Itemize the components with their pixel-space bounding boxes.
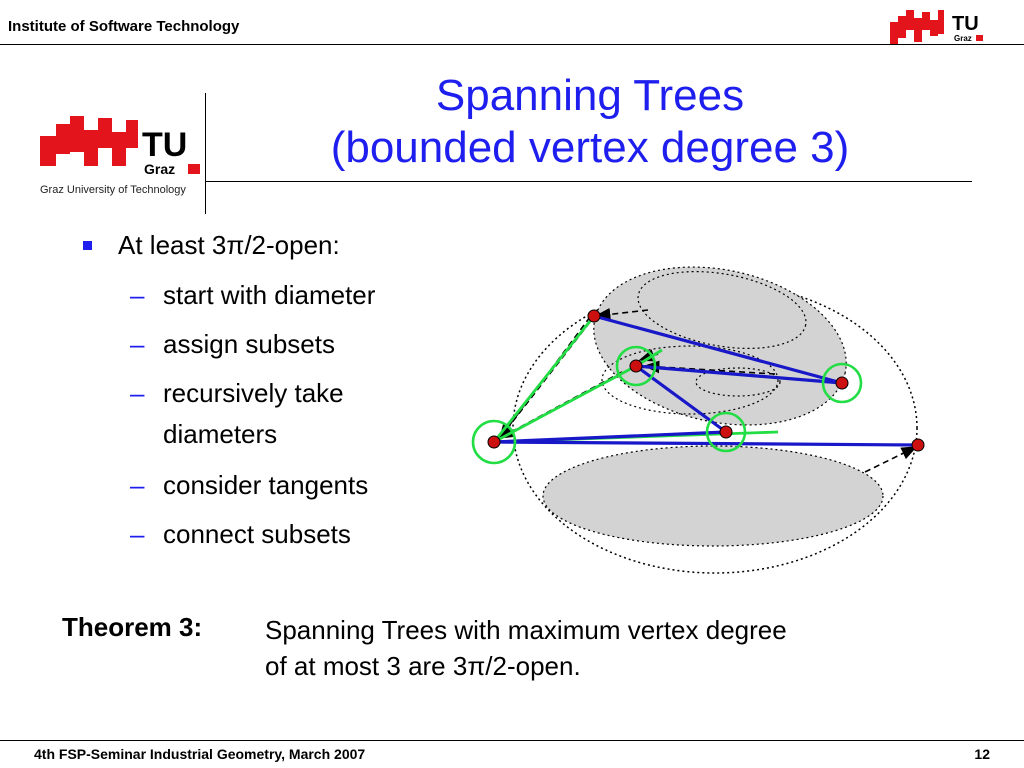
logo-small-tu: TU — [952, 13, 979, 35]
vertex — [719, 425, 733, 439]
sub-bullet-1: start with diameter — [163, 280, 376, 310]
inner-subset-1 — [637, 270, 807, 350]
vertex — [629, 359, 643, 373]
title-divider — [205, 181, 972, 182]
inner-subset-3 — [695, 367, 781, 397]
logo-divider — [205, 93, 206, 214]
sub-bullet-5: connect subsets — [163, 519, 351, 549]
subset-bottom — [542, 445, 884, 547]
theorem-statement: Spanning Trees with maximum vertex degre… — [265, 612, 985, 684]
page-title: Spanning Trees (bounded vertex degree 3) — [220, 70, 960, 174]
vertex — [835, 376, 849, 390]
dash-icon: – — [130, 280, 145, 310]
tu-graz-logo: TU Graz — [40, 116, 200, 177]
header-institute: Institute of Software Technology — [8, 18, 240, 35]
sub-bullet-4: consider tangents — [163, 470, 369, 500]
title-line-2: (bounded vertex degree 3) — [330, 123, 850, 172]
spanning-tree-diagram — [471, 266, 925, 574]
inner-subset-2 — [601, 345, 779, 415]
logo-small-graz: Graz — [954, 34, 972, 43]
dash-icon: – — [130, 378, 145, 408]
theorem-label: Theorem 3: — [62, 612, 203, 642]
highlight-circle — [615, 345, 657, 387]
sub-bullet-2: assign subsets — [163, 329, 335, 359]
highlight-circle — [471, 419, 517, 465]
logo-tu: TU — [142, 126, 187, 164]
page-number: 12 — [974, 746, 990, 762]
vertex — [911, 438, 925, 452]
bullet-list: At least 3π/2-open: – start with diamete… — [80, 230, 450, 560]
bullet-main: At least 3π/2-open: — [118, 230, 340, 260]
vertex — [587, 309, 601, 323]
footer-event: 4th FSP-Seminar Industrial Geometry, Mar… — [34, 746, 366, 762]
theorem-line-2: of at most 3 are 3π/2-open. — [265, 651, 581, 681]
logo-graz: Graz — [144, 161, 175, 177]
sub-bullet-3: recursively take — [163, 378, 344, 408]
highlight-circle — [821, 362, 863, 404]
bullet-square-icon — [83, 241, 92, 250]
dash-icon: – — [130, 519, 145, 549]
vertex — [487, 435, 501, 449]
theorem-line-1: Spanning Trees with maximum vertex degre… — [265, 615, 787, 645]
university-name: Graz University of Technology — [40, 184, 186, 196]
outer-subset-boundary — [512, 282, 918, 574]
dash-icon: – — [130, 329, 145, 359]
footer-divider — [0, 740, 1024, 741]
dash-icon: – — [130, 470, 145, 500]
header-divider — [0, 44, 1024, 45]
title-line-1: Spanning Trees — [435, 71, 745, 120]
tu-graz-logo-small: TU Graz — [890, 10, 983, 44]
highlight-circle — [705, 411, 747, 453]
sub-bullet-3-cont: diameters — [163, 419, 278, 449]
